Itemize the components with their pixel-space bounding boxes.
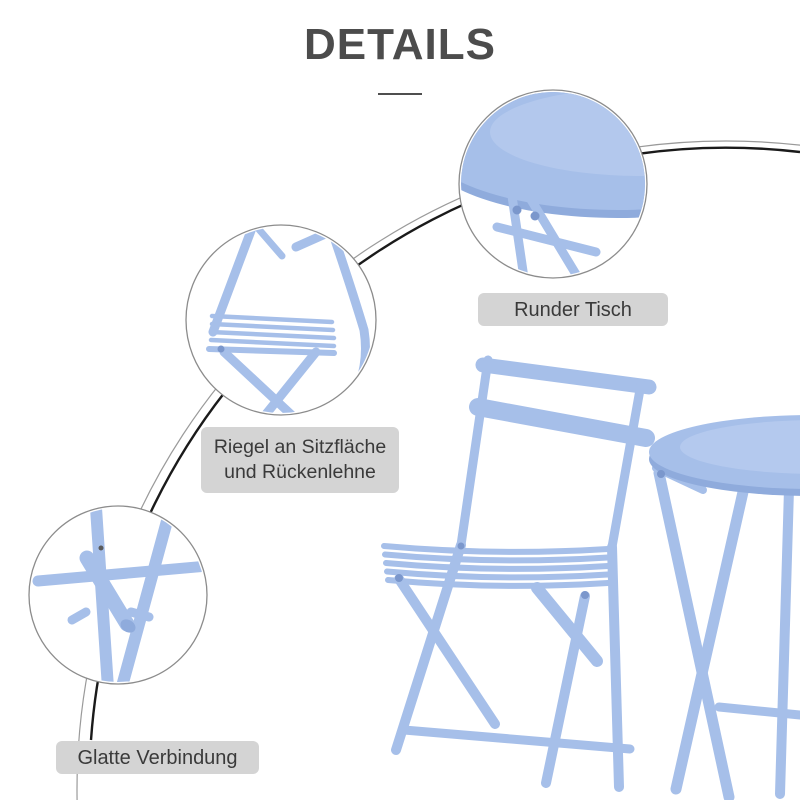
callout-joint-stub [79,550,135,632]
decor-orbit-circle [76,140,800,800]
callout-table-bolt [530,211,540,221]
callout-joint-nub [126,607,154,622]
chair-seat-brace [531,582,603,667]
chair-seat-slat [384,568,611,581]
callout-label-round-table: Runder Tisch [478,293,668,326]
chair-seat-slat [382,551,611,564]
callout-seat-slat [208,337,337,349]
chair-cross-bar [399,725,635,754]
chair-back-mid-slat [469,398,655,447]
callout-table-sheen [490,92,645,176]
chair-back-left-post [456,355,493,550]
callout-label-text: Glatte Verbindung [77,746,238,769]
callout-label-text-line2: und Rückenlehne [224,461,376,483]
callout-table-bolt [512,205,522,215]
page-title: DETAILS [304,20,496,69]
chair-hinge-bolt [395,574,403,582]
table-hinge-bolt [657,470,665,478]
callout-joint-tube-diagonal [115,515,173,682]
callout-joint-nub [67,607,91,625]
table-leg [670,486,749,795]
table-top-sheen [680,420,800,474]
callout-label-text-line1: Riegel an Sitzfläche [213,435,387,458]
chair-hinge-bolt [457,542,465,550]
table-stretcher [714,702,800,720]
chair-seat-slat [385,577,611,589]
callout-label-text: Runder Tisch [514,298,632,321]
chair-front-right-leg [541,591,590,788]
callout-seat-bolt [217,345,225,353]
callout-chair-back-fold [252,227,286,260]
table-leg [653,467,735,800]
callout-joint-stub-cap [120,619,136,633]
chair-front-left-leg [394,574,500,729]
callout-table-brace [492,222,601,257]
callout-seat-slat [209,313,335,325]
chair-seat-slat [381,543,611,555]
callout-table-top [458,89,648,279]
callout-seat-slat [209,321,336,333]
callout-chair-leg [253,347,321,413]
callout-joint-tube-horizontal [32,560,205,587]
callout-joint-tube-vertical [90,508,114,682]
table-illustration [649,415,800,800]
chair-illustration [381,355,657,792]
callout-label-seat-back-bars: Riegel an Sitzfläche und Rückenlehne [201,427,399,493]
title-underline [378,93,422,95]
chair-hinge-bolt [581,591,589,599]
callout-chair-leg [219,347,302,413]
chair-seat-slat [383,560,611,572]
callout-joint-pinhole [98,545,104,551]
table-leg [775,484,794,799]
chair-back-top-slat [475,357,657,395]
callout-seat-slat [208,329,337,341]
callout-label-smooth-joint: Glatte Verbindung [56,741,259,774]
chair-back-right-post [607,379,646,552]
chair-rear-left-leg [391,540,466,755]
callout-seat-back [185,224,377,416]
callout-joint [28,505,208,685]
